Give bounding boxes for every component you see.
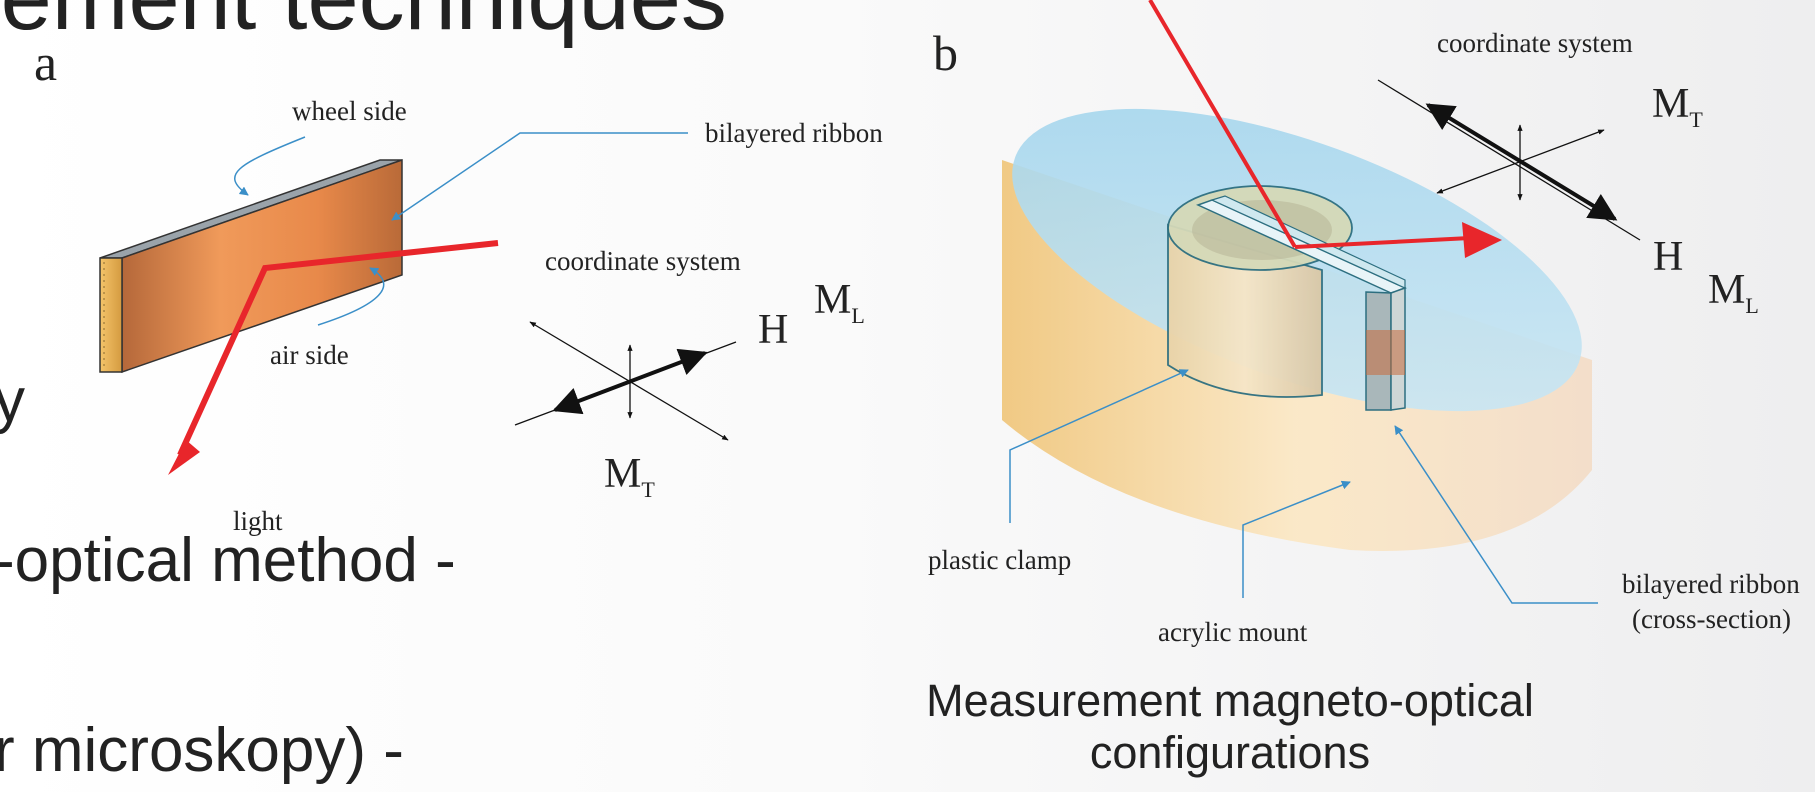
light-beam-b-out xyxy=(1294,236,1471,249)
wheel-side-label: wheel side xyxy=(292,96,407,126)
slide-title: rement techniques xyxy=(0,0,727,44)
m-transverse-label-b: MT xyxy=(1652,81,1703,132)
bilayered-ribbon-label-b: bilayered ribbon xyxy=(1622,569,1800,599)
figure-caption: Measurement magneto-optical configuratio… xyxy=(926,675,1534,778)
bullet-text-3: r microskopy) - xyxy=(0,716,404,785)
panel-b-letter: b xyxy=(933,25,958,81)
coordinate-system-a xyxy=(514,321,737,441)
air-side-label: air side xyxy=(270,340,349,370)
light-beam-b-in xyxy=(1148,0,1297,249)
light-beam-a xyxy=(177,240,499,457)
m-transverse-label-a: MT xyxy=(604,451,655,502)
panel-b: b coordinate xyxy=(928,0,1800,647)
coordinate-system-label-b: coordinate system xyxy=(1437,28,1633,58)
acrylic-mount-label: acrylic mount xyxy=(1158,617,1308,647)
bullet-text-1: y xyxy=(0,366,25,435)
coordinate-system-b xyxy=(1377,79,1641,241)
panel-a: a wheel side bilayered ribbon air side l… xyxy=(34,35,883,536)
plastic-clamp-label: plastic clamp xyxy=(928,545,1071,575)
panel-a-letter: a xyxy=(34,35,57,92)
bilayered-ribbon-label-a: bilayered ribbon xyxy=(705,118,883,148)
bullet-text-2: -optical method - xyxy=(0,526,456,595)
m-longitudinal-label-a: ML xyxy=(814,277,865,328)
h-field-label-a: H xyxy=(758,307,788,353)
m-longitudinal-label-b: ML xyxy=(1708,267,1759,318)
coordinate-system-label-a: coordinate system xyxy=(545,246,741,276)
cross-section-label: (cross-section) xyxy=(1632,604,1791,634)
h-field-label-b: H xyxy=(1653,234,1683,280)
ribbon-block xyxy=(99,158,403,374)
light-label: light xyxy=(233,506,283,536)
